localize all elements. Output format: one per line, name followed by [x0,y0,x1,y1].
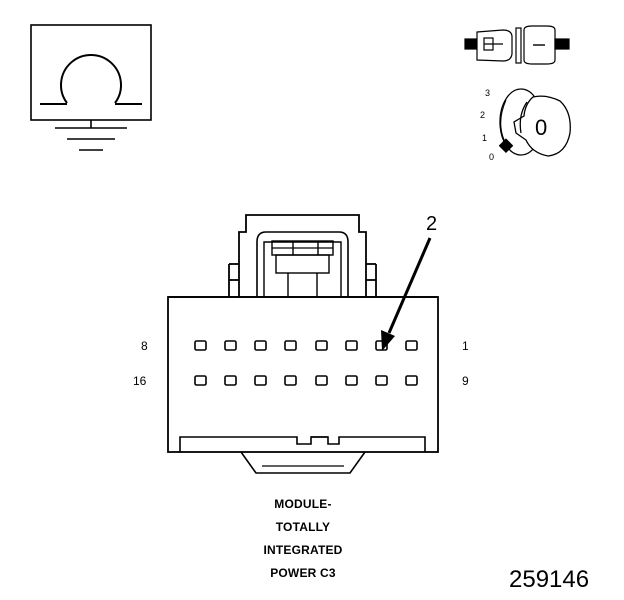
connector-title-line-3: INTEGRATED [263,543,343,557]
key-position-0: 0 [489,152,495,162]
pin-5 [284,340,297,351]
pin-9 [405,375,418,386]
pin-11 [345,375,358,386]
pin-12 [315,375,328,386]
ignition-key-icon [498,88,571,157]
pin-13 [284,375,297,386]
pin-6 [254,340,267,351]
pin-4 [315,340,328,351]
callout-arrow [381,237,432,351]
pin-15 [224,375,237,386]
pin-7 [224,340,237,351]
figure-number: 259146 [509,566,590,593]
pin-label-top-left: 8 [141,339,148,353]
key-position-3: 3 [485,88,491,98]
connector-title-line-4: POWER C3 [270,566,336,580]
pin-label-bottom-right: 9 [462,374,469,388]
pin-label-top-right: 1 [462,339,469,353]
pin-row-bottom [194,375,418,386]
callout-number: 2 [426,213,438,235]
connector-title-line-1: MODULE- [274,497,332,511]
pin-1 [405,340,418,351]
pin-label-bottom-left: 16 [133,374,147,388]
key-position-2: 2 [480,110,486,120]
key-position-1: 1 [482,133,488,143]
pin-14 [254,375,267,386]
key-face-label: 0 [535,115,548,140]
pin-16 [194,375,207,386]
pin-10 [375,375,388,386]
pin-8 [194,340,207,351]
connector-title-line-2: TOTALLY [275,520,331,534]
ignition-switch-icon [464,25,570,65]
ground-with-loop-icon [30,24,152,151]
connector-housing [167,214,439,474]
pin-3 [345,340,358,351]
